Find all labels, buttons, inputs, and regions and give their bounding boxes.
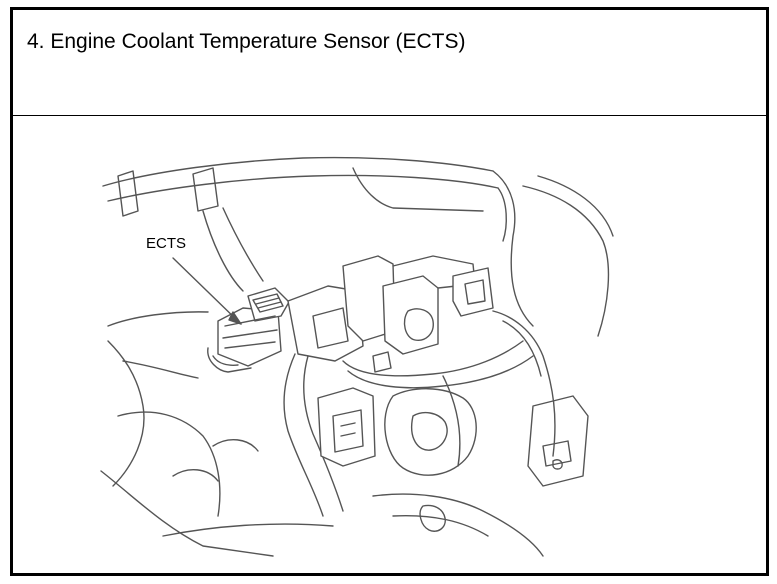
ects-callout-label: ECTS <box>146 235 187 252</box>
ects-location-illustration: ECTS <box>13 116 766 573</box>
document-header: 4. Engine Coolant Temperature Sensor (EC… <box>13 10 766 116</box>
document-frame: 4. Engine Coolant Temperature Sensor (EC… <box>10 7 769 576</box>
engine-line-drawing <box>100 156 614 557</box>
page-title: 4. Engine Coolant Temperature Sensor (EC… <box>27 30 466 53</box>
